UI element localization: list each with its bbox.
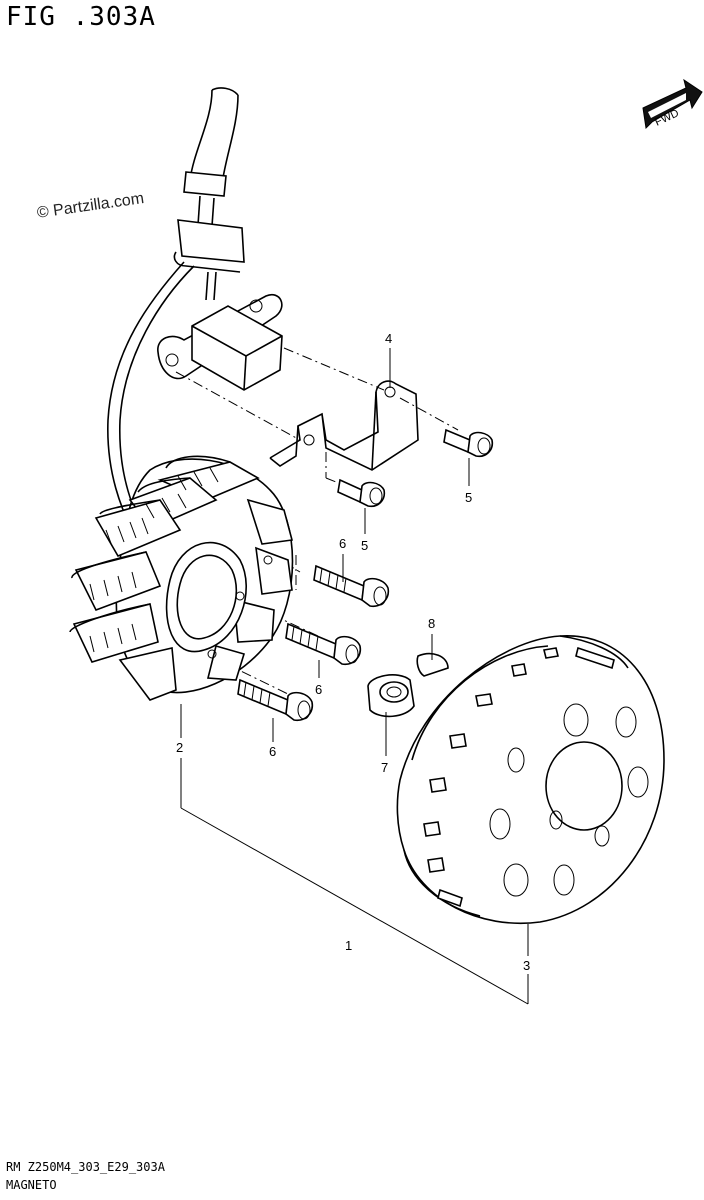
footer-section-name: MAGNETO: [6, 1178, 57, 1192]
footer-drawing-code: RM Z250M4_303_E29_303A: [6, 1160, 165, 1174]
woodruff-key: [416, 652, 449, 677]
stator-bolt-middle: [285, 622, 362, 666]
callout-8: 8: [428, 616, 435, 631]
pickup-coil: [157, 293, 283, 391]
callout-5-lower: 5: [361, 538, 368, 553]
bracket: [269, 380, 419, 471]
callout-6-middle: 6: [315, 682, 322, 697]
fwd-arrow-icon: FWD: [642, 78, 703, 130]
callout-6-lower: 6: [269, 744, 276, 759]
callout-4: 4: [385, 331, 392, 346]
callout-2: 2: [176, 740, 183, 755]
stator-bolt-upper: [313, 564, 390, 608]
callout-1: 1: [345, 938, 352, 953]
rotor-flywheel: [396, 635, 665, 924]
stator-bolt-lower: [237, 678, 314, 722]
rotor-nut: [367, 674, 415, 718]
callout-numbers: 1 2 3 4 5 5 6 6 6 7 8: [176, 331, 530, 973]
callout-7: 7: [381, 760, 388, 775]
bracket-bolt-lower: [337, 478, 386, 508]
stator: [69, 455, 294, 701]
callout-5-upper: 5: [465, 490, 472, 505]
callout-6-upper: 6: [339, 536, 346, 551]
callout-3: 3: [523, 958, 530, 973]
bracket-bolt-upper: [443, 428, 494, 458]
leader-lines: [180, 348, 529, 1005]
figure-title: FIG .303A: [6, 2, 156, 32]
